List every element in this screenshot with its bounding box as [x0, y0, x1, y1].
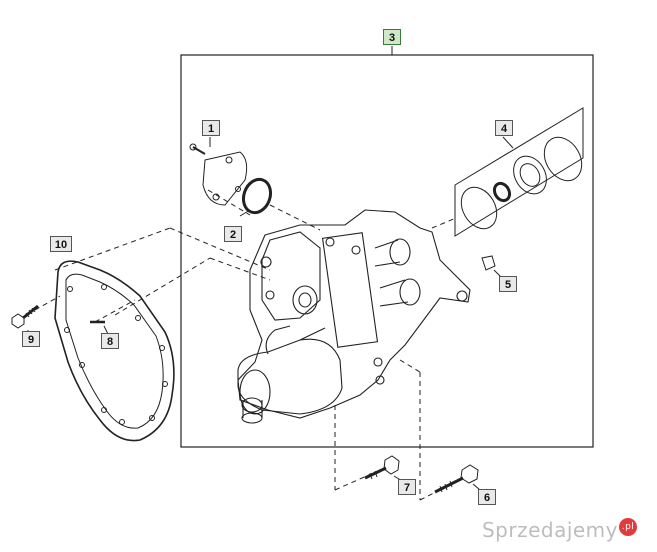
o-ring-large [543, 136, 583, 182]
bolt-item-9 [11, 304, 39, 329]
o-ring-small [460, 186, 498, 230]
callout-2: 2 [224, 226, 242, 242]
watermark-logo-icon: .pl [619, 518, 637, 536]
callout-10: 10 [50, 236, 72, 252]
watermark-text: Sprzedajemy [481, 518, 618, 542]
cover-plate [202, 151, 248, 206]
callout-3: 3 [383, 29, 401, 45]
callout-4: 4 [495, 120, 513, 136]
bolt-item-7 [364, 455, 400, 480]
callout-1: 1 [202, 120, 220, 136]
assembly-frame [180, 54, 594, 448]
o-ring-item-2 [241, 177, 273, 215]
bolt-item-6 [434, 464, 479, 494]
callout-6: 6 [478, 489, 496, 505]
watermark: Sprzedajemy.pl [482, 518, 637, 542]
plug-item-5 [481, 255, 496, 271]
gasket [54, 260, 175, 442]
fuel-pump-assembly [237, 209, 471, 424]
seal-kit-box [454, 107, 584, 237]
callout-9: 9 [22, 331, 40, 347]
callout-7: 7 [398, 479, 416, 495]
callout-5: 5 [499, 276, 517, 292]
callout-8: 8 [101, 333, 119, 349]
